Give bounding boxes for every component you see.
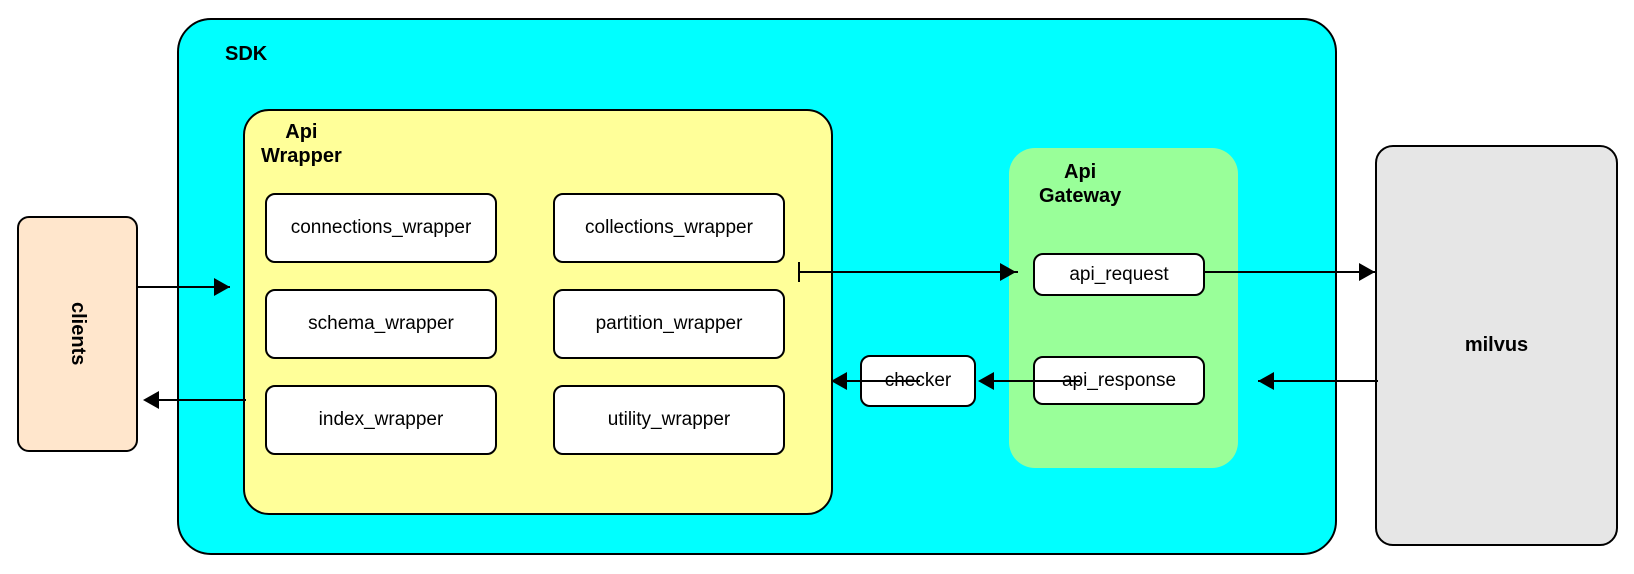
node-milvus-label: milvus	[1464, 334, 1529, 356]
connector-checker-to-api-wrapper	[845, 380, 920, 382]
node-collections-wrapper-label: collections_wrapper	[585, 217, 753, 239]
connector-clients-to-api-wrapper	[138, 286, 230, 288]
node-index-wrapper[interactable]: index_wrapper	[265, 385, 497, 455]
arrowhead-api-response-to-checker	[978, 372, 994, 390]
arrowhead-api-wrapper-to-api-request	[1000, 263, 1016, 281]
node-schema-wrapper[interactable]: schema_wrapper	[265, 289, 497, 359]
container-sdk-label: SDK	[225, 43, 268, 65]
node-utility-wrapper[interactable]: utility_wrapper	[553, 385, 785, 455]
node-schema-wrapper-label: schema_wrapper	[308, 313, 454, 335]
node-collections-wrapper[interactable]: collections_wrapper	[553, 193, 785, 263]
arrowhead-checker-to-api-wrapper	[831, 372, 847, 390]
node-milvus[interactable]: milvus	[1375, 145, 1618, 546]
container-api-wrapper-label: Api Wrapper	[261, 121, 342, 168]
node-index-wrapper-label: index_wrapper	[318, 409, 444, 431]
connector-api-response-to-checker	[992, 380, 1080, 382]
node-utility-wrapper-label: utility_wrapper	[607, 409, 731, 431]
connector-api-wrapper-to-api-request	[798, 271, 1018, 273]
node-partition-wrapper-label: partition_wrapper	[595, 313, 743, 335]
node-api-request-label: api_request	[1069, 263, 1169, 285]
arrowhead-api-wrapper-to-clients	[143, 391, 159, 409]
connector-origin-stub-api-wrapper	[798, 262, 800, 282]
node-clients-label: clients	[67, 302, 89, 366]
connector-api-wrapper-to-clients	[158, 399, 246, 401]
connector-milvus-to-api-response	[1258, 380, 1378, 382]
arrowhead-milvus-to-api-response	[1258, 372, 1274, 390]
arrowhead-api-request-to-milvus	[1359, 263, 1375, 281]
node-clients[interactable]: clients	[17, 216, 138, 452]
container-api-gateway-label: Api Gateway	[1039, 161, 1122, 208]
node-api-response[interactable]: api_response	[1033, 356, 1205, 405]
arrowhead-clients-to-api-wrapper	[214, 278, 230, 296]
node-api-request[interactable]: api_request	[1033, 253, 1205, 296]
node-connections-wrapper-label: connections_wrapper	[290, 217, 472, 239]
node-connections-wrapper[interactable]: connections_wrapper	[265, 193, 497, 263]
connector-api-request-to-milvus	[1205, 271, 1377, 273]
node-partition-wrapper[interactable]: partition_wrapper	[553, 289, 785, 359]
node-api-response-label: api_response	[1061, 369, 1177, 391]
container-api-gateway[interactable]: Api Gateway	[1009, 148, 1238, 468]
